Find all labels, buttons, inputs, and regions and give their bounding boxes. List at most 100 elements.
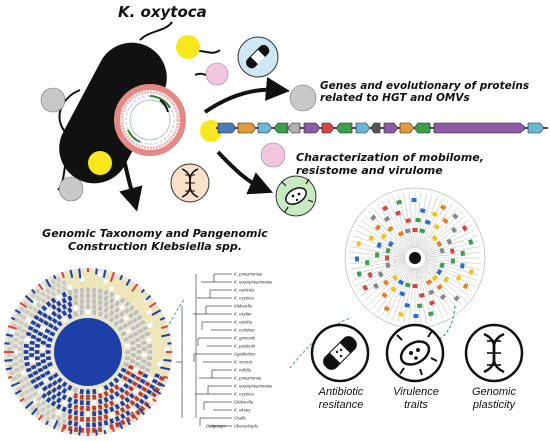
mobilome-mark [428, 300, 435, 306]
mobilome-mark [404, 282, 411, 288]
tree-species-label: Uberastraple [234, 424, 259, 429]
mobilome-mark [364, 260, 370, 266]
grey-ball [58, 176, 84, 202]
mobilome-mark [383, 305, 391, 312]
mobilome-mark [459, 263, 465, 269]
virus-icon [385, 323, 445, 383]
antibiotic-resistance-caption: Antibiotic resitance [318, 386, 364, 412]
mobilome-mark [404, 228, 411, 234]
mobilome-mark [468, 239, 474, 246]
genomic-plasticity-caption: Genomic plasticity [471, 386, 517, 412]
mobilome-mark [439, 204, 447, 211]
mobilome-mark [356, 241, 362, 247]
mobilome-mark [436, 283, 443, 291]
mobilome-mark [381, 205, 389, 212]
dna-icon [464, 323, 524, 383]
mobilome-mark [415, 217, 421, 223]
mobilome-mark [431, 235, 438, 242]
mobilome-mark [433, 223, 440, 230]
mobilome-mark [368, 235, 375, 242]
tree-species-label: Gleberella [234, 400, 254, 405]
mobilome-mark [412, 284, 418, 288]
tree-species-label: K. pneumoniae [234, 272, 263, 277]
mobilome-mark [396, 199, 403, 205]
mobilome-mark [436, 240, 443, 248]
organism-title: K. oxytoca [118, 3, 207, 21]
tree-species-label: Ccalla [234, 416, 246, 421]
grey-ball [289, 84, 317, 112]
pink-ball [205, 62, 229, 86]
mobilome-mark [395, 210, 402, 216]
mobilome-mark [404, 302, 410, 308]
tree-species-label: K. olnary [234, 408, 251, 413]
mobilome-mark [427, 311, 434, 317]
mobilome-mark [461, 224, 468, 232]
mobilome-mark [424, 219, 431, 225]
mobilome-mark [450, 258, 456, 264]
mobilome-mark [376, 242, 382, 249]
mobilome-mark [450, 226, 458, 234]
mobilome-mark [390, 286, 397, 293]
tree-species-label: K. variicola [234, 288, 255, 293]
genes-hgt-label: Genes and evolutionary of proteins relat… [320, 80, 530, 105]
mobilome-mark [431, 211, 438, 218]
pangenome-circle-plot [2, 266, 182, 440]
grey-ball [40, 87, 66, 113]
mobilome-mark [425, 279, 433, 286]
mobilome-mark [377, 271, 384, 278]
tree-species-label: K. milella [234, 368, 252, 373]
mobilome-mark [420, 208, 426, 214]
tree-species-label: Ggodiuttine [234, 352, 256, 357]
mobilome-mark [385, 255, 389, 261]
mobilome-mark [397, 279, 405, 286]
pink-ball [260, 142, 286, 168]
mobilome-mark [374, 224, 382, 231]
mobilome-mark [387, 225, 394, 233]
tree-species-label: K. grimontii [234, 336, 256, 341]
mobilome-mark [387, 240, 394, 248]
mobilome-mark [381, 291, 388, 299]
mobilome-mark [374, 252, 380, 258]
mobilome-mark [419, 228, 426, 234]
mobilome-mark [439, 293, 447, 301]
mobilome-mark [418, 292, 425, 298]
mobilome-mark [383, 215, 391, 223]
mobilome-mark [460, 250, 466, 256]
tree-species-label: K. quasipneumoniae [234, 384, 273, 389]
mobilome-mark [411, 197, 417, 203]
mobilome-mark [385, 247, 391, 254]
mobilome-label: Characterization of mobilome, resistome … [296, 151, 484, 177]
tree-species-label: K. curtiziae [234, 328, 255, 333]
arrow-icon [203, 77, 290, 114]
bandage-icon [310, 323, 370, 383]
tree-species-label: K. oxytoca [234, 296, 254, 301]
mobilome-mark [362, 284, 369, 292]
mobilome-mark [382, 279, 390, 286]
mobilome-mark [385, 262, 391, 269]
mobilome-mark [443, 276, 450, 283]
mobilome-mark [453, 295, 460, 302]
tree-species-label: K. pneumonae [234, 376, 262, 381]
mobilome-mark [399, 291, 406, 297]
arrow-icon [119, 149, 143, 212]
tree-species-label: Klebsiella [234, 304, 253, 309]
virulence-traits-caption: Virulence traits [393, 386, 439, 412]
mobilome-mark [372, 282, 380, 290]
mobilome-mark [417, 303, 423, 309]
mobilome-mark [380, 233, 387, 240]
bandage-icon [237, 36, 279, 78]
yellow-ball [200, 120, 222, 142]
arrow-icon [216, 150, 274, 195]
mobilome-mark [449, 248, 455, 255]
mobilome-mark [397, 230, 405, 237]
tree-species-label: K. varoba [234, 320, 253, 325]
plasmid-ring [114, 84, 186, 156]
mobilome-mark [446, 238, 453, 245]
mobilome-mark [413, 313, 419, 319]
mobilome-mark [367, 271, 373, 278]
mobilome-mark [398, 311, 404, 317]
mobilome-mark [439, 247, 445, 254]
virus-icon [275, 175, 317, 217]
